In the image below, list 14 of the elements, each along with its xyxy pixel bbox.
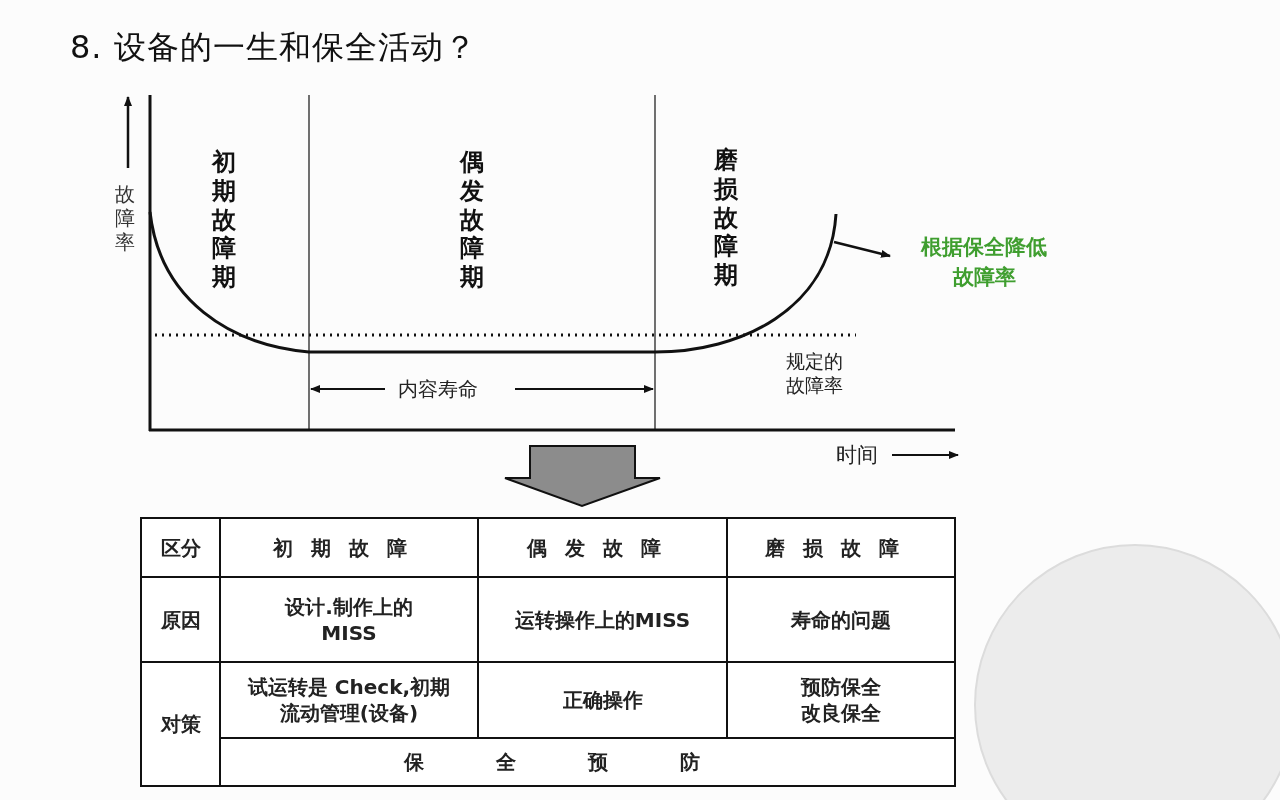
note-text: 根据保全降低故障率	[918, 232, 1050, 292]
phase-label: 初期故障期	[211, 148, 237, 292]
phase-label: 磨损故障期	[713, 146, 739, 290]
dimension-label: 内容寿命	[398, 376, 478, 403]
table-cell: 磨损故障	[726, 517, 956, 578]
table-cell: 区分	[140, 517, 221, 578]
phase-label: 偶发故障期	[459, 148, 485, 292]
axis-label: 时间	[836, 442, 878, 469]
leader-arrow	[833, 240, 891, 258]
table-cell: 保全预防	[219, 737, 956, 787]
table-cell: 对策	[140, 661, 221, 787]
slide-title: 8. 设备的一生和保全活动？	[70, 27, 477, 68]
axis-label: 故障率	[114, 182, 135, 254]
threshold-label: 规定的故障率	[786, 349, 844, 397]
